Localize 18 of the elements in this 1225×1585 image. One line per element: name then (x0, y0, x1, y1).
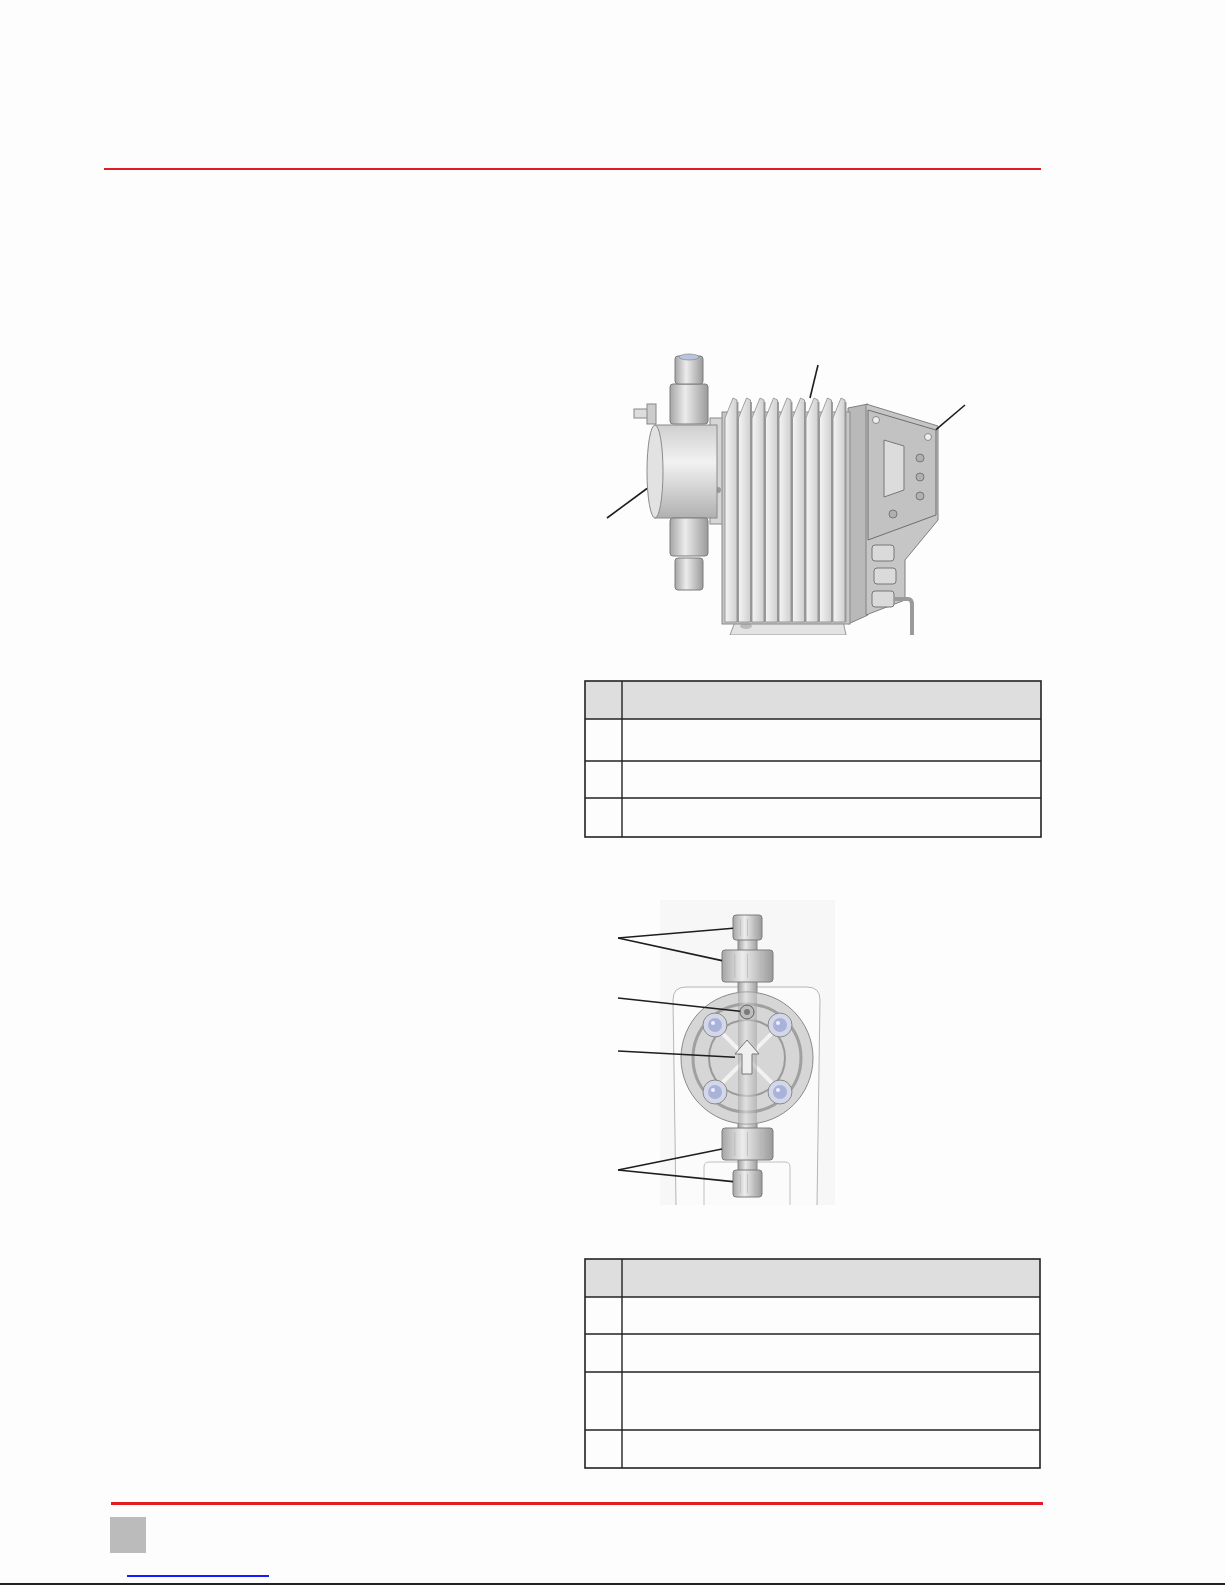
union-nut (721, 1127, 774, 1161)
union-nut (732, 914, 763, 941)
leader-line (617, 937, 723, 962)
leader-line (617, 927, 734, 939)
pump-head (646, 424, 718, 519)
flow-arrow-mark (734, 1039, 760, 1075)
leader-line (809, 364, 819, 399)
vent-screw (739, 1004, 755, 1020)
leader-line (617, 1169, 734, 1183)
leader-line (617, 1050, 736, 1059)
leader-line (606, 487, 648, 519)
pump-front-view-illustration (660, 900, 835, 1205)
union-nut (721, 949, 774, 983)
leader-line (935, 404, 966, 431)
union-nut (732, 1169, 763, 1198)
control-panel (867, 409, 937, 541)
leader-line (617, 997, 741, 1012)
cooling-fins (721, 397, 851, 625)
